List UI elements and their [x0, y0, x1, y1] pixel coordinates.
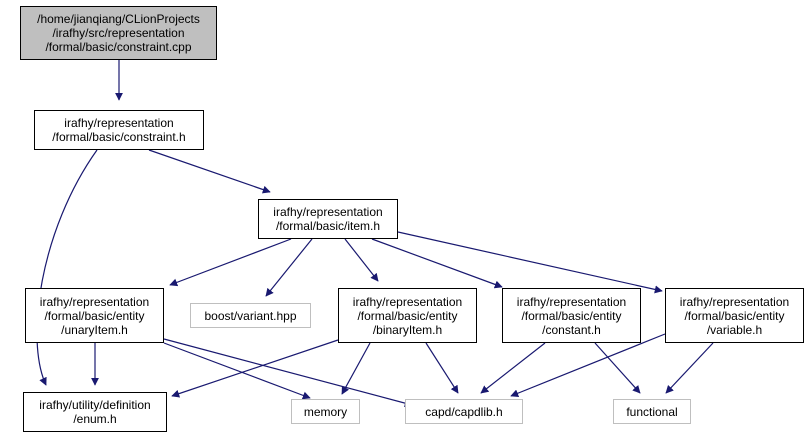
node-label-line: capd/capdlib.h — [425, 404, 503, 419]
edge-item-h-to-boost — [265, 238, 313, 297]
node-label-line: /binaryItem.h — [372, 322, 443, 337]
node-enum-h[interactable]: irafhy/utility/definition /enum.h — [23, 392, 167, 432]
node-label-line: /formal/basic/entity — [357, 308, 458, 323]
node-label-line: irafhy/representation — [679, 294, 790, 309]
node-label-line: /irafhy/src/representation — [52, 26, 185, 40]
edge-item-h-to-binaryitem-h — [344, 238, 379, 282]
edge-binaryitem-h-to-enum-h — [171, 339, 339, 398]
node-label-line: irafhy/representation — [516, 294, 627, 309]
node-label-line: irafhy/representation — [39, 294, 150, 309]
node-capdlib-h[interactable]: capd/capdlib.h — [405, 399, 523, 424]
node-item-h[interactable]: irafhy/representation /formal/basic/item… — [258, 199, 398, 239]
edge-binaryitem-h-to-memory — [341, 342, 371, 395]
node-label-line: memory — [303, 404, 348, 419]
node-constant-h[interactable]: irafhy/representation /formal/basic/enti… — [502, 288, 641, 343]
edge-unaryitem-h-to-memory — [163, 342, 311, 400]
edge-item-h-to-variable-h — [397, 231, 663, 294]
node-functional[interactable]: functional — [613, 399, 691, 424]
edge-constant-h-to-capdlib — [480, 342, 546, 394]
node-constraint-cpp[interactable]: /home/jianqiang/CLionProjects /irafhy/sr… — [20, 6, 217, 60]
edge-item-h-to-constant-h — [371, 238, 503, 289]
node-label-line: functional — [626, 404, 678, 419]
node-label-line: /formal/basic/constraint.h — [52, 130, 186, 144]
edge-variable-h-to-functional — [665, 342, 714, 394]
node-label-line: /formal/basic/entity — [44, 308, 145, 323]
edge-item-h-to-unaryitem-h — [169, 238, 292, 287]
node-label-line: irafhy/representation — [273, 205, 383, 219]
node-unaryitem-h[interactable]: irafhy/representation /formal/basic/enti… — [25, 288, 164, 343]
node-boost-variant[interactable]: boost/variant.hpp — [190, 303, 311, 328]
edge-unaryitem-h-to-capdlib — [163, 338, 413, 408]
node-label-line: irafhy/utility/definition — [39, 398, 151, 412]
edge-constraint-h-to-enum-h — [36, 149, 98, 386]
edge-binaryitem-h-to-capdlib — [425, 342, 459, 394]
node-label-line: /enum.h — [73, 412, 117, 426]
node-constraint-h[interactable]: irafhy/representation /formal/basic/cons… — [34, 110, 204, 150]
node-label-line: /unaryItem.h — [61, 322, 128, 337]
node-binaryitem-h[interactable]: irafhy/representation /formal/basic/enti… — [338, 288, 477, 343]
node-label-line: /formal/basic/item.h — [275, 219, 381, 233]
node-label-line: irafhy/representation — [352, 294, 463, 309]
node-label-line: /formal/basic/constraint.cpp — [45, 40, 192, 54]
node-label-line: boost/variant.hpp — [204, 308, 297, 323]
node-label-line: /constant.h — [542, 322, 601, 337]
edge-constant-h-to-functional — [594, 342, 641, 394]
edge-variable-h-to-capdlib — [510, 333, 666, 398]
node-label-line: /formal/basic/entity — [684, 308, 785, 323]
node-label-line: /formal/basic/entity — [521, 308, 622, 323]
node-label-line: /variable.h — [706, 322, 763, 337]
edge-constraint-h-to-item-h — [148, 149, 271, 194]
node-label-line: /home/jianqiang/CLionProjects — [37, 12, 200, 26]
node-memory[interactable]: memory — [291, 399, 360, 424]
node-label-line: irafhy/representation — [64, 116, 174, 130]
node-variable-h[interactable]: irafhy/representation /formal/basic/enti… — [665, 288, 804, 343]
